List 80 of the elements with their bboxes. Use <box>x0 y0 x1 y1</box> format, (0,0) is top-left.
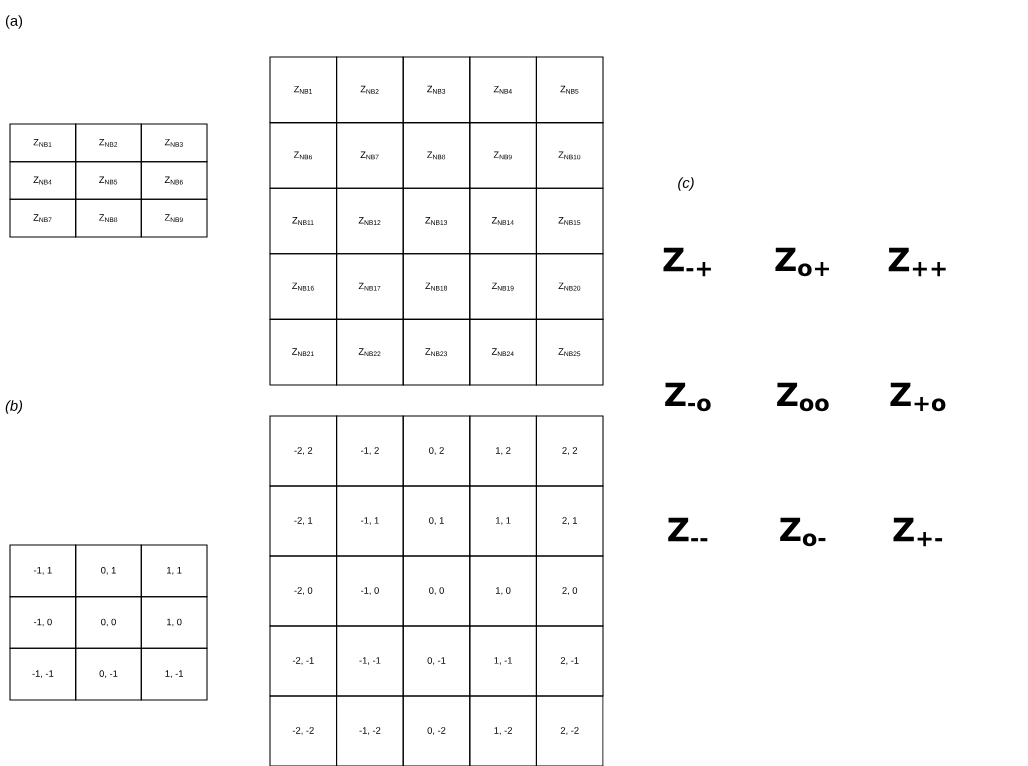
table-cell: 2, 0 <box>535 555 604 627</box>
table-cell: Z$_{NB7}$ <box>9 198 77 238</box>
table-cell: 2, 2 <box>535 415 604 487</box>
table-cell: -2, -1 <box>269 625 338 697</box>
table-cell: -1, 1 <box>336 485 404 557</box>
table-cell: Z$_{NB6}$ <box>140 161 208 200</box>
table-cell: 0, -1 <box>75 647 142 701</box>
table-cell: 2, -2 <box>535 695 604 766</box>
symbol-label: Z$_{++}$ <box>888 247 946 277</box>
table-cell: 2, -1 <box>535 625 604 697</box>
table-cell: Z$_{NB3}$ <box>140 123 208 163</box>
table-cell: 0, 2 <box>402 415 471 487</box>
symbol-label: Z$_{--}$ <box>668 517 708 542</box>
table-cell: Z$_{NB12}$ <box>336 187 404 255</box>
table-cell: Z$_{NB10}$ <box>535 122 604 189</box>
table-cell: Z$_{NB9}$ <box>140 198 208 238</box>
table-cell: Z$_{NB14}$ <box>469 187 537 255</box>
table-cell: 1, -1 <box>140 647 208 701</box>
panel-label: (b) <box>5 400 23 414</box>
table-cell: -2, 2 <box>269 415 338 487</box>
table-cell: 1, 1 <box>140 544 208 598</box>
table-cell: 2, 1 <box>535 485 604 557</box>
table-cell: Z$_{NB5}$ <box>535 56 604 124</box>
table-cell: Z$_{NB9}$ <box>469 122 537 189</box>
table-cell: Z$_{NB1}$ <box>269 56 338 124</box>
table-cell: Z$_{NB2}$ <box>75 123 142 163</box>
table-cell: Z$_{NB8}$ <box>75 198 142 238</box>
symbol-label: Z$_{-o}$ <box>665 382 711 412</box>
symbol-label: Z$_{+-}$ <box>893 517 943 547</box>
table-cell: 1, -2 <box>469 695 537 766</box>
table-cell: -2, 1 <box>269 485 338 557</box>
table-cell: Z$_{NB18}$ <box>402 253 471 320</box>
table-cell: Z$_{NB20}$ <box>535 253 604 320</box>
table-cell: -2, -2 <box>269 695 338 766</box>
table-cell: -1, 0 <box>336 555 404 627</box>
table-cell: 1, -1 <box>469 625 537 697</box>
table-cell: 0, 0 <box>75 596 142 649</box>
table-cell: Z$_{NB2}$ <box>336 56 404 124</box>
table-cell: Z$_{NB5}$ <box>75 161 142 200</box>
symbol-label: Z$_{o-}$ <box>780 517 826 547</box>
table-cell: 1, 1 <box>469 485 537 557</box>
table-cell: Z$_{NB13}$ <box>402 187 471 255</box>
table-cell: Z$_{NB21}$ <box>269 318 338 386</box>
table-cell: -1, 2 <box>336 415 404 487</box>
table-cell: Z$_{NB16}$ <box>269 253 338 320</box>
table-cell: 1, 2 <box>469 415 537 487</box>
table-cell: Z$_{NB8}$ <box>402 122 471 189</box>
table-cell: 0, -2 <box>402 695 471 766</box>
table-cell: Z$_{NB4}$ <box>469 56 537 124</box>
panel-label: (a) <box>5 15 23 29</box>
table-cell: -1, -1 <box>336 625 404 697</box>
table-cell: Z$_{NB24}$ <box>469 318 537 386</box>
symbol-label: Z$_{o+}$ <box>775 247 829 277</box>
table-cell: -1, 0 <box>9 596 77 649</box>
table-cell: Z$_{NB6}$ <box>269 122 338 189</box>
table-cell: 0, 1 <box>75 544 142 598</box>
table-cell: Z$_{NB23}$ <box>402 318 471 386</box>
table-cell: 0, -1 <box>402 625 471 697</box>
table-cell: 0, 0 <box>402 555 471 627</box>
table-cell: Z$_{NB4}$ <box>9 161 77 200</box>
table-cell: 1, 0 <box>140 596 208 649</box>
table-cell: -1, -1 <box>9 647 77 701</box>
table-cell: Z$_{NB15}$ <box>535 187 604 255</box>
symbol-label: Z$_{+o}$ <box>890 382 946 412</box>
panel-label: (c) <box>678 177 694 191</box>
symbol-label: Z$_{-+}$ <box>663 247 711 277</box>
table-cell: Z$_{NB1}$ <box>9 123 77 163</box>
table-cell: Z$_{NB22}$ <box>336 318 404 386</box>
table-cell: 0, 1 <box>402 485 471 557</box>
table-cell: -2, 0 <box>269 555 338 627</box>
symbol-label: Z$_{oo}$ <box>777 382 829 412</box>
table-cell: Z$_{NB17}$ <box>336 253 404 320</box>
table-cell: -1, -2 <box>336 695 404 766</box>
table-cell: 1, 0 <box>469 555 537 627</box>
table-cell: Z$_{NB7}$ <box>336 122 404 189</box>
table-cell: -1, 1 <box>9 544 77 598</box>
table-cell: Z$_{NB11}$ <box>269 187 338 255</box>
table-cell: Z$_{NB3}$ <box>402 56 471 124</box>
table-cell: Z$_{NB19}$ <box>469 253 537 320</box>
table-cell: Z$_{NB25}$ <box>535 318 604 386</box>
